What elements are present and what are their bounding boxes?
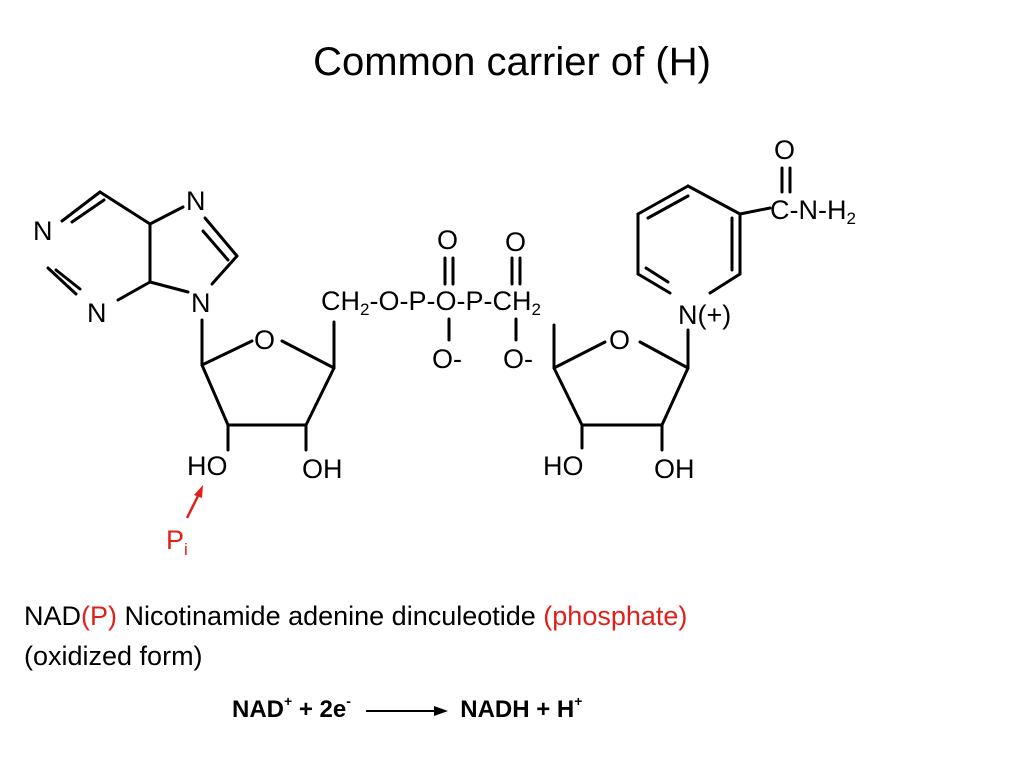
nad-label: NAD bbox=[24, 601, 82, 631]
adenine-bond bbox=[60, 190, 102, 223]
imidazole-bond bbox=[148, 205, 185, 226]
imidazole-bond bbox=[210, 254, 239, 286]
eq-nad: NAD bbox=[232, 696, 284, 723]
ribose-right-bond bbox=[638, 340, 690, 370]
pyridine-double-bond bbox=[644, 266, 670, 284]
adenine-n: N bbox=[33, 216, 53, 246]
adenine-n: N bbox=[87, 298, 107, 328]
eq-proton-charge: + bbox=[574, 693, 583, 709]
imidazole-bond bbox=[203, 216, 239, 258]
phosphate-o-top: O bbox=[505, 227, 526, 257]
phosphate-label: (phosphate) bbox=[543, 601, 688, 631]
ribose-left-bond bbox=[200, 363, 230, 427]
ribose-left-ho: HO bbox=[187, 451, 228, 481]
ribose-right-ring-o: O bbox=[609, 325, 630, 355]
adenine-bond bbox=[116, 280, 152, 302]
ribose-left-bond bbox=[280, 339, 336, 370]
adenine-double-bond bbox=[54, 268, 82, 291]
ribose-right-ho: HO bbox=[543, 451, 584, 481]
adenine-bond bbox=[98, 190, 152, 226]
pyridine-bond bbox=[636, 272, 672, 295]
ribose-right-bond bbox=[552, 340, 607, 370]
reaction-arrow-icon bbox=[365, 705, 448, 716]
phosphate-linker: CH2-O-P-O-P-CH2 bbox=[321, 286, 541, 319]
nadp-structure-diagram: N N N N O HO OH CH2-O-P-O-P-CH2 O O O- O… bbox=[33, 135, 856, 559]
amide-o: O bbox=[774, 135, 795, 165]
eq-electrons: + 2e bbox=[292, 696, 347, 723]
phosphate-o-minus: O- bbox=[503, 344, 533, 374]
imidazole-double-bond bbox=[201, 229, 230, 262]
eq-electron-charge: - bbox=[346, 693, 351, 709]
ribose-right-bond bbox=[552, 366, 584, 427]
ribose-right-oh: OH bbox=[654, 454, 695, 484]
description-line-2: (oxidized form) bbox=[24, 641, 203, 671]
description-line-1: NAD(P) Nicotinamide adenine dinculeotide… bbox=[24, 596, 1004, 636]
ribose-left-ring-o: O bbox=[254, 325, 275, 355]
pyridine-bond bbox=[708, 272, 742, 295]
full-name: Nicotinamide adenine dinculeotide bbox=[117, 601, 544, 631]
page-title: Common carrier of (H) bbox=[313, 40, 711, 84]
adenine-double-bond bbox=[70, 198, 106, 224]
pyridine-bond bbox=[686, 184, 742, 216]
eq-nadh: NADH + H bbox=[460, 696, 575, 723]
pi-label: Pi bbox=[166, 525, 188, 559]
adenine-bond bbox=[46, 266, 78, 296]
amide-group: C-N-H2 bbox=[770, 195, 856, 228]
adenine-n: N bbox=[186, 186, 206, 216]
ring-to-carbonyl-bond bbox=[738, 206, 772, 216]
description: NAD(P) Nicotinamide adenine dinculeotide… bbox=[24, 596, 1004, 676]
pyridine-double-bond bbox=[646, 194, 690, 220]
eq-nad-charge: + bbox=[284, 693, 293, 709]
bonds bbox=[46, 166, 792, 452]
atom-labels: N N N N O HO OH CH2-O-P-O-P-CH2 O O O- O… bbox=[33, 135, 856, 559]
imidazole-bond bbox=[148, 280, 190, 294]
ribose-left-bond bbox=[200, 339, 254, 367]
pyridine-bond bbox=[636, 184, 690, 216]
phosphate-o-top: O bbox=[437, 225, 458, 255]
pi-arrow bbox=[185, 485, 203, 519]
adenine-n: N bbox=[191, 288, 211, 318]
ribose-left-oh: OH bbox=[302, 454, 343, 484]
ribose-left-bond bbox=[304, 366, 336, 427]
ribose-right-bond bbox=[660, 366, 690, 427]
pyridinium-n: N(+) bbox=[678, 300, 731, 330]
reaction-equation: NAD+ + 2e- NADH + H+ bbox=[232, 694, 582, 726]
phosphate-o-minus: O- bbox=[432, 344, 462, 374]
p-label: (P) bbox=[81, 601, 118, 631]
